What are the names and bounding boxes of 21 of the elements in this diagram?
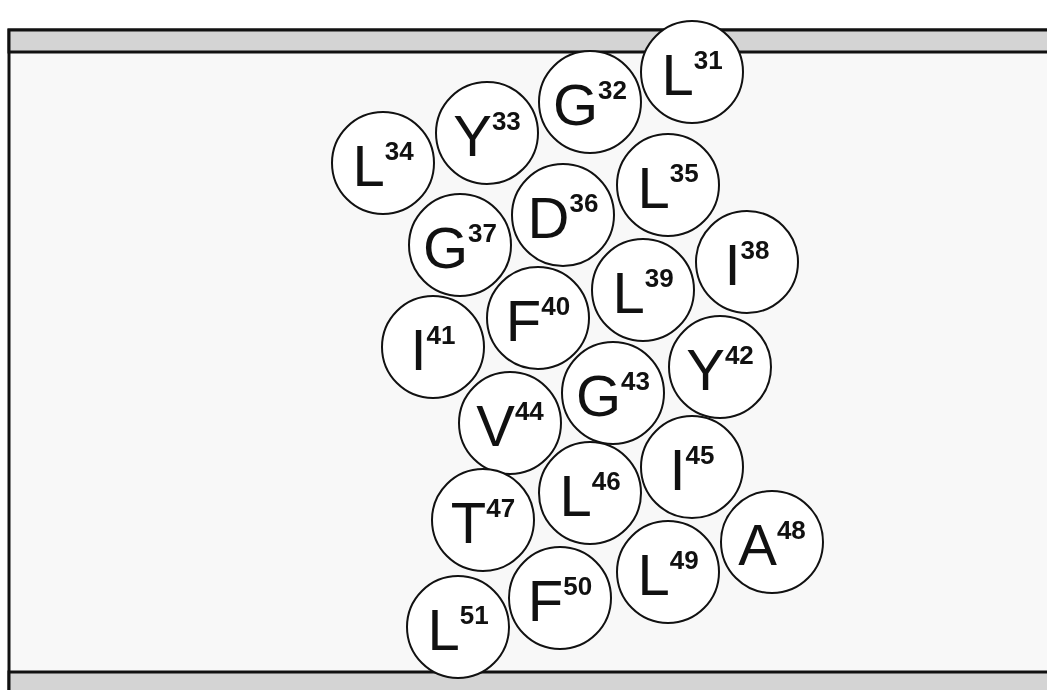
residue-label: D$^{36}$ [527,189,599,247]
residue-label: I$^{41}$ [410,321,456,379]
residue-label: G$^{37}$ [422,219,497,277]
residue-label: G$^{43}$ [575,367,650,425]
residue-label: Y$^{42}$ [686,341,754,399]
residue-label: L$^{34}$ [352,137,414,195]
residue-label: L$^{39}$ [612,264,674,322]
residue-label: Y$^{33}$ [453,107,521,165]
residue-label: L$^{35}$ [637,159,699,217]
residue-label: L$^{51}$ [427,601,489,659]
residue-label: A$^{48}$ [738,516,806,574]
residue-label: L$^{49}$ [637,546,699,604]
residue-label: G$^{32}$ [552,76,627,134]
residue-label: T$^{47}$ [450,494,516,552]
residue-label: I$^{45}$ [669,441,715,499]
residue-label: I$^{38}$ [724,236,770,294]
residue-label: F$^{50}$ [527,572,593,630]
residue-label: L$^{46}$ [559,467,621,525]
residue-label: V$^{44}$ [476,397,544,455]
residue-label: L$^{31}$ [661,46,723,104]
residue-label: F$^{40}$ [505,292,571,350]
